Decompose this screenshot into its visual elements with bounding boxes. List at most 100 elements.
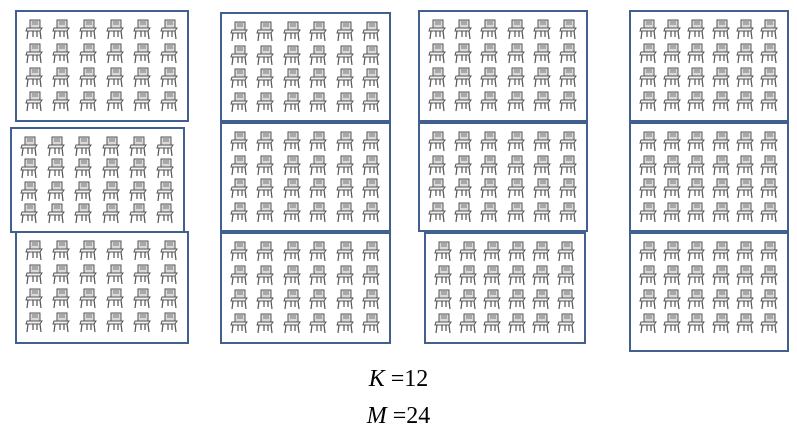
- classroom-desk-chair-icon: [434, 289, 453, 310]
- classroom-desk-chair-icon: [20, 203, 39, 224]
- classroom-desk-chair-icon: [532, 265, 551, 286]
- classroom-desk-chair-icon: [506, 155, 526, 176]
- classroom-desk-chair-icon: [760, 43, 779, 64]
- classroom-desk-chair-icon: [663, 67, 682, 88]
- classroom-desk-chair-icon: [760, 289, 779, 310]
- classroom-desk-chair-icon: [160, 240, 179, 261]
- classroom-desk-chair-icon: [129, 158, 148, 179]
- classroom-desk-chair-icon: [362, 202, 381, 223]
- classroom-desk-chair-icon: [256, 21, 275, 42]
- classroom-desk-chair-icon: [309, 313, 328, 334]
- classroom-desk-chair-icon: [711, 202, 731, 223]
- classroom-desk-chair-icon: [480, 202, 499, 223]
- classroom-desk-chair-icon: [736, 265, 755, 286]
- classroom-desk-chair-icon: [309, 155, 328, 176]
- classroom-desk-chair-icon: [711, 43, 731, 64]
- seat-cluster-box: [15, 231, 189, 344]
- classroom-desk-chair-icon: [230, 21, 249, 42]
- classroom-desk-chair-icon: [508, 289, 527, 310]
- classroom-desk-chair-icon: [559, 91, 578, 112]
- classroom-desk-chair-icon: [230, 155, 249, 176]
- classroom-desk-chair-icon: [79, 91, 98, 112]
- classroom-desk-chair-icon: [711, 265, 731, 286]
- equation-m-value: 24: [406, 403, 431, 429]
- classroom-desk-chair-icon: [335, 241, 355, 262]
- classroom-desk-chair-icon: [309, 45, 328, 66]
- classroom-desk-chair-icon: [736, 43, 755, 64]
- classroom-desk-chair-icon: [362, 45, 381, 66]
- classroom-desk-chair-icon: [230, 202, 249, 223]
- classroom-desk-chair-icon: [362, 289, 381, 310]
- classroom-desk-chair-icon: [79, 264, 98, 285]
- classroom-desk-chair-icon: [52, 264, 71, 285]
- classroom-desk-chair-icon: [454, 155, 473, 176]
- classroom-desk-chair-icon: [160, 43, 179, 64]
- classroom-desk-chair-icon: [106, 91, 125, 112]
- classroom-desk-chair-icon: [335, 155, 355, 176]
- classroom-desk-chair-icon: [506, 19, 526, 40]
- classroom-desk-chair-icon: [711, 67, 731, 88]
- classroom-desk-chair-icon: [129, 181, 148, 202]
- classroom-desk-chair-icon: [480, 43, 499, 64]
- classroom-desk-chair-icon: [52, 240, 71, 261]
- classroom-desk-chair-icon: [256, 45, 275, 66]
- classroom-desk-chair-icon: [362, 313, 381, 334]
- classroom-desk-chair-icon: [256, 202, 275, 223]
- classroom-desk-chair-icon: [483, 289, 502, 310]
- classroom-desk-chair-icon: [428, 155, 447, 176]
- classroom-desk-chair-icon: [106, 43, 125, 64]
- classroom-desk-chair-icon: [557, 313, 576, 334]
- classroom-desk-chair-icon: [736, 202, 755, 223]
- equation-m-operator: =: [392, 403, 407, 429]
- classroom-desk-chair-icon: [101, 136, 121, 157]
- classroom-desk-chair-icon: [532, 289, 551, 310]
- classroom-desk-chair-icon: [283, 313, 302, 334]
- classroom-desk-chair-icon: [687, 43, 706, 64]
- classroom-desk-chair-icon: [283, 68, 302, 89]
- classroom-desk-chair-icon: [559, 43, 578, 64]
- classroom-desk-chair-icon: [711, 155, 731, 176]
- classroom-desk-chair-icon: [533, 178, 552, 199]
- classroom-desk-chair-icon: [25, 288, 44, 309]
- classroom-desk-chair-icon: [760, 202, 779, 223]
- classroom-desk-chair-icon: [309, 92, 328, 113]
- seat-cluster-box: [629, 10, 789, 122]
- classroom-desk-chair-icon: [639, 265, 658, 286]
- classroom-desk-chair-icon: [639, 313, 658, 334]
- classroom-desk-chair-icon: [760, 241, 779, 262]
- classroom-desk-chair-icon: [74, 136, 93, 157]
- classroom-desk-chair-icon: [283, 155, 302, 176]
- classroom-desk-chair-icon: [428, 19, 447, 40]
- classroom-desk-chair-icon: [428, 202, 447, 223]
- classroom-desk-chair-icon: [106, 240, 125, 261]
- classroom-desk-chair-icon: [639, 155, 658, 176]
- classroom-desk-chair-icon: [230, 178, 249, 199]
- classroom-desk-chair-icon: [283, 21, 302, 42]
- classroom-desk-chair-icon: [559, 155, 578, 176]
- classroom-desk-chair-icon: [559, 131, 578, 152]
- classroom-desk-chair-icon: [156, 136, 175, 157]
- classroom-desk-chair-icon: [133, 288, 152, 309]
- classroom-desk-chair-icon: [283, 178, 302, 199]
- classroom-desk-chair-icon: [639, 202, 658, 223]
- classroom-desk-chair-icon: [256, 178, 275, 199]
- classroom-desk-chair-icon: [760, 155, 779, 176]
- classroom-desk-chair-icon: [52, 19, 71, 40]
- classroom-desk-chair-icon: [663, 155, 682, 176]
- classroom-desk-chair-icon: [480, 178, 499, 199]
- classroom-desk-chair-icon: [283, 92, 302, 113]
- seat-cluster-box: [220, 12, 391, 122]
- classroom-desk-chair-icon: [559, 178, 578, 199]
- equation-k-value: 12: [404, 366, 429, 392]
- classroom-desk-chair-icon: [458, 241, 478, 262]
- classroom-desk-chair-icon: [79, 67, 98, 88]
- classroom-desk-chair-icon: [362, 68, 381, 89]
- classroom-desk-chair-icon: [736, 19, 755, 40]
- classroom-desk-chair-icon: [454, 131, 473, 152]
- classroom-desk-chair-icon: [639, 289, 658, 310]
- classroom-desk-chair-icon: [736, 313, 755, 334]
- classroom-desk-chair-icon: [106, 288, 125, 309]
- classroom-desk-chair-icon: [533, 202, 552, 223]
- classroom-desk-chair-icon: [687, 19, 706, 40]
